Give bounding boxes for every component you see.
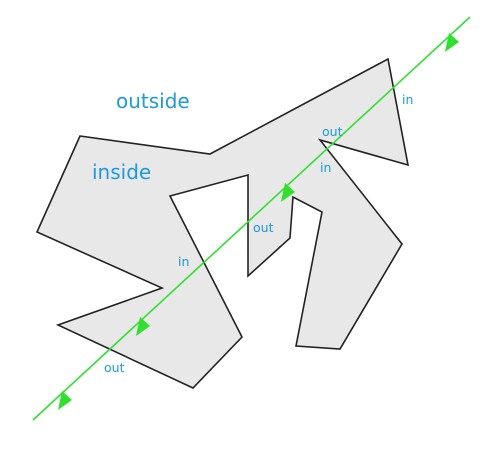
ray-line — [32, 16, 471, 421]
arrow-head-2 — [281, 183, 295, 202]
crossing-label-out-2: out — [253, 220, 274, 235]
arrow-head-3 — [136, 317, 150, 336]
crossing-label-in-3: in — [178, 254, 189, 269]
ray-arrows — [58, 33, 459, 410]
crossing-label-in-1: in — [402, 92, 413, 107]
crossing-label-in-2: in — [320, 160, 331, 175]
polygon-shape — [35, 57, 410, 389]
crossing-label-out-1: out — [322, 124, 343, 139]
arrow-head-4 — [58, 391, 72, 410]
crossing-label-out-3: out — [104, 360, 125, 375]
arrow-head-1 — [445, 33, 459, 52]
outside-label: outside — [116, 89, 190, 113]
inside-label: inside — [92, 160, 151, 184]
